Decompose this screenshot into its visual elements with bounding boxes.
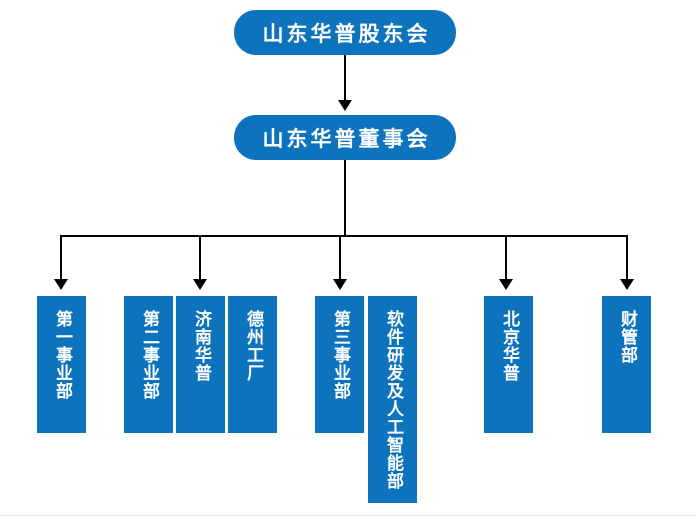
org-node-finance-department-label: 财管部 xyxy=(617,310,638,364)
org-node-jinan-huapu-label: 济南华普 xyxy=(191,310,212,382)
org-node-software-rd-ai-department[interactable]: 软件研发及人工智能部 xyxy=(368,296,417,503)
page-divider xyxy=(0,515,696,516)
connector-line-shareholders-to-board xyxy=(344,55,346,102)
org-node-jinan-huapu[interactable]: 济南华普 xyxy=(176,296,225,433)
connector-line-branch-5 xyxy=(626,235,628,281)
org-node-division-1[interactable]: 第一事业部 xyxy=(37,296,86,433)
connector-line-branch-1 xyxy=(60,235,62,281)
org-node-software-rd-ai-department-label: 软件研发及人工智能部 xyxy=(383,310,404,490)
connector-line-branch-2 xyxy=(199,235,201,281)
connector-arrow-branch-1 xyxy=(54,279,68,290)
org-node-division-2[interactable]: 第二事业部 xyxy=(124,296,173,433)
org-node-board-of-directors[interactable]: 山东华普董事会 xyxy=(234,115,456,160)
connector-arrow-shareholders-to-board xyxy=(338,100,352,111)
org-node-division-3[interactable]: 第三事业部 xyxy=(315,296,364,433)
org-node-division-2-label: 第二事业部 xyxy=(139,310,160,400)
org-node-beijing-huapu[interactable]: 北京华普 xyxy=(484,296,533,433)
org-node-division-1-label: 第一事业部 xyxy=(52,310,73,400)
org-node-shareholders-meeting-label: 山东华普股东会 xyxy=(262,21,431,46)
org-node-finance-department[interactable]: 财管部 xyxy=(602,296,651,433)
connector-rail-horizontal xyxy=(60,235,628,237)
org-node-dezhou-factory-label: 德州工厂 xyxy=(243,310,264,382)
org-node-beijing-huapu-label: 北京华普 xyxy=(499,310,520,382)
connector-arrow-branch-2 xyxy=(193,279,207,290)
connector-line-board-trunk xyxy=(344,160,346,235)
org-node-division-3-label: 第三事业部 xyxy=(330,310,351,400)
org-node-board-of-directors-label: 山东华普董事会 xyxy=(262,126,431,151)
connector-arrow-branch-4 xyxy=(499,279,513,290)
connector-line-branch-4 xyxy=(505,235,507,281)
connector-arrow-branch-3 xyxy=(333,279,347,290)
org-node-shareholders-meeting[interactable]: 山东华普股东会 xyxy=(234,10,456,55)
org-node-dezhou-factory[interactable]: 德州工厂 xyxy=(228,296,277,433)
connector-arrow-branch-5 xyxy=(620,279,634,290)
connector-line-branch-3 xyxy=(339,235,341,281)
